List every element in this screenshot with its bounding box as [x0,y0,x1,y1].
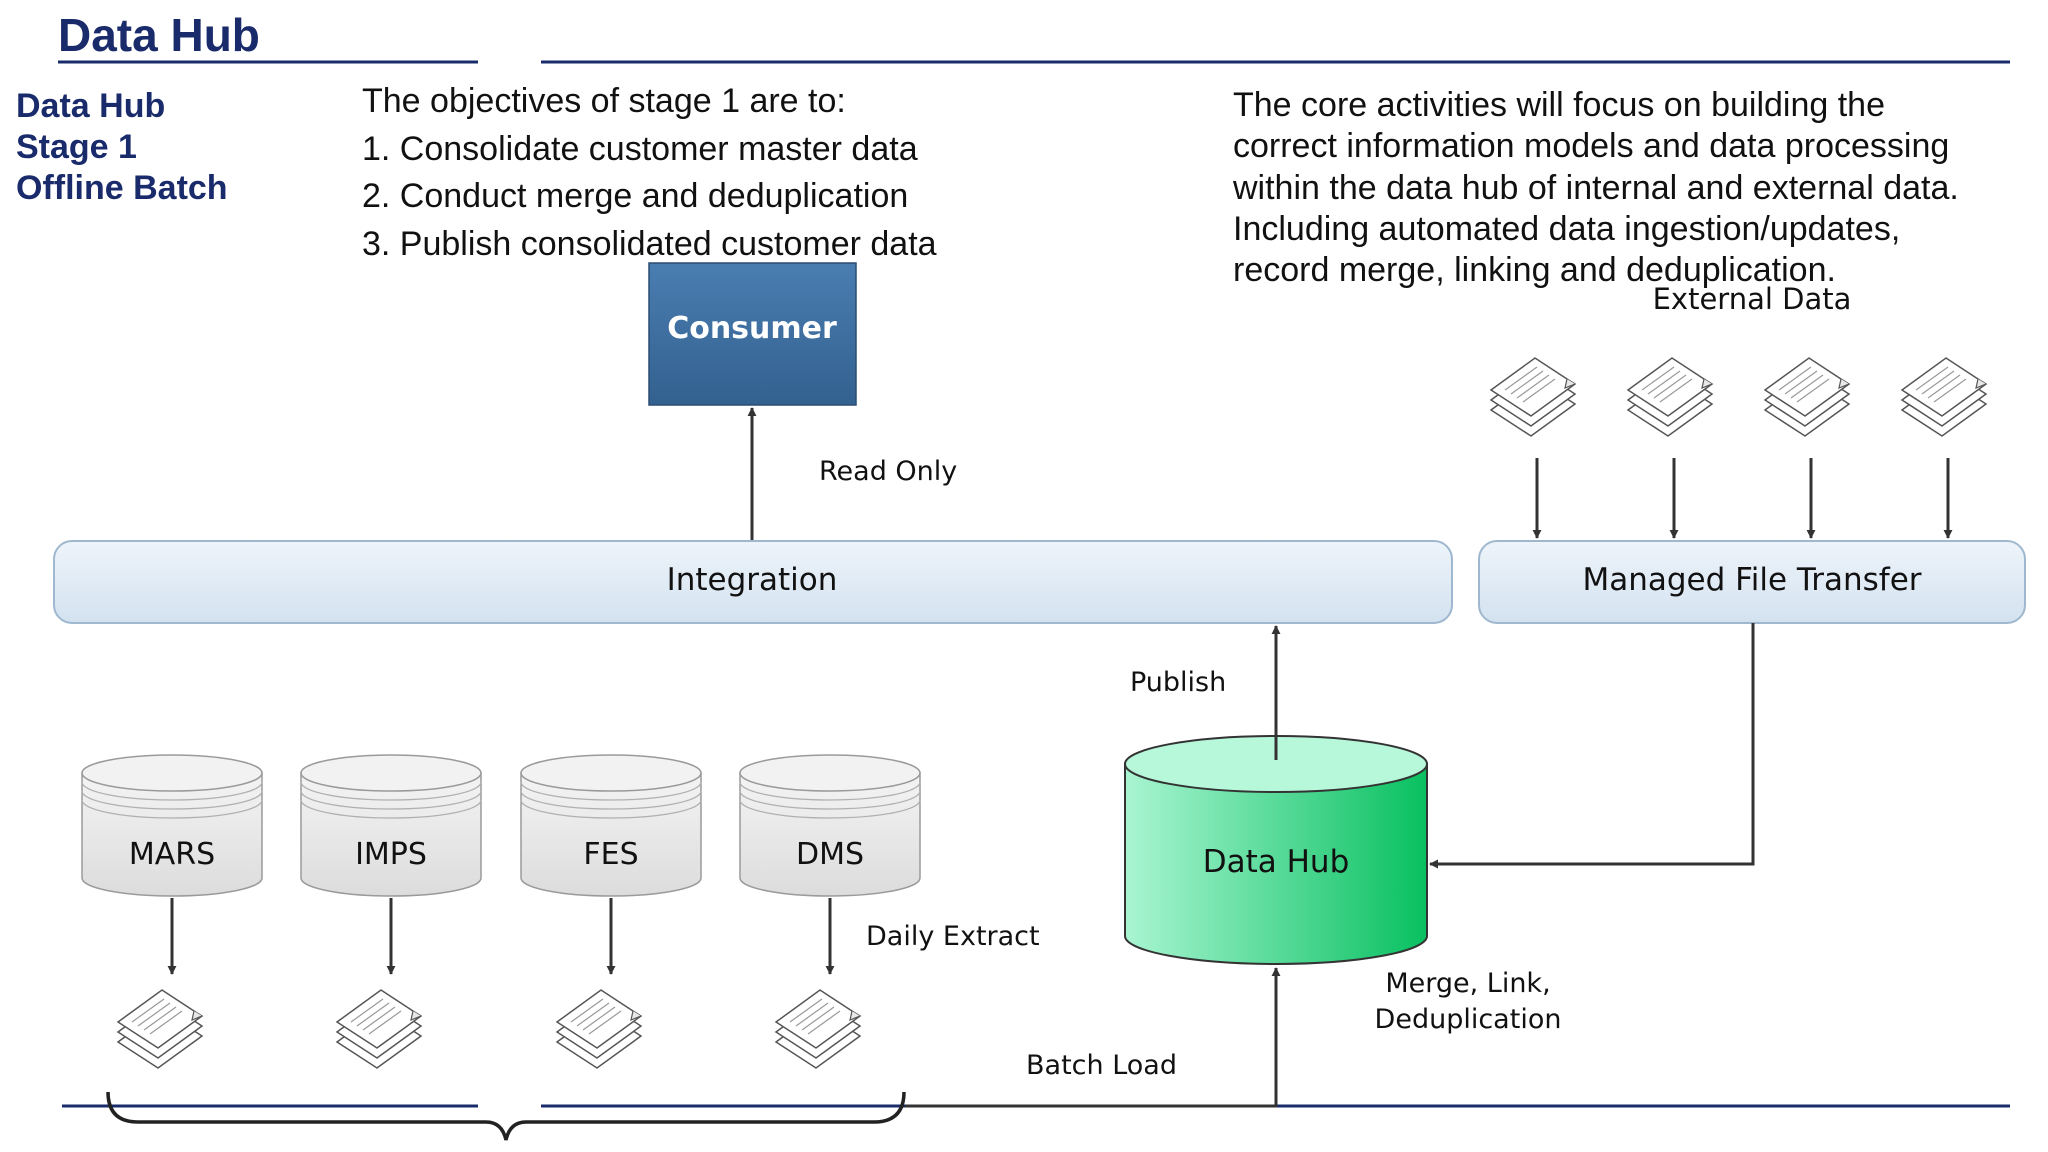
external-document-icon [1901,357,1987,437]
objective-item: 1. Consolidate customer master data [362,129,918,168]
external-document-icon [1490,357,1576,437]
consumer-box [648,262,857,406]
data-hub-label: Data Hub [1202,844,1350,880]
merge-link-line: Merge, Link, [1385,968,1551,999]
external-data-label: External Data [1652,282,1852,316]
external-document-icon [1764,357,1850,437]
extract-document-icon [117,989,203,1069]
source-label-imps: IMPS [355,837,427,872]
integration-label: Integration [666,562,838,598]
extract-document-icon [556,989,642,1069]
daily-extract-label: Daily Extract [866,921,1040,952]
objectives-intro: The objectives of stage 1 are to: [362,82,846,120]
extract-document-icon [336,989,422,1069]
source-cylinder-dms [739,754,921,897]
source-cylinder-fes [520,754,702,897]
external-document-icon [1627,357,1713,437]
stage-label: Data Hub Stage 1 Offline Batch [16,86,228,209]
objective-item: 3. Publish consolidated customer data [362,224,937,263]
publish-label: Publish [1130,667,1227,698]
source-cylinder-imps [300,754,482,897]
source-cylinder-mars [81,754,263,897]
integration-bar [53,540,1453,624]
stage-label-line: Stage 1 [16,128,137,166]
source-label-dms: DMS [795,837,865,872]
consumer-label: Consumer [667,311,837,346]
managed-file-transfer-label: Managed File Transfer [1582,562,1922,598]
page-title: Data Hub [58,9,260,61]
stage-label-line: Data Hub [16,87,166,125]
source-label-mars: MARS [128,837,216,872]
extract-group-brace [106,1091,906,1141]
stage-label-line: Offline Batch [16,169,228,207]
objective-item: 2. Conduct merge and deduplication [362,177,909,215]
batch-load-connector [905,967,1281,1108]
batch-load-label: Batch Load [1026,1050,1177,1081]
merge-link-line: Deduplication [1374,1004,1562,1035]
merge-link-label: Merge, Link, Deduplication [1375,966,1562,1038]
data-hub-cylinder [1124,735,1428,965]
read-only-label: Read Only [819,456,958,487]
source-label-fes: FES [583,837,639,872]
extract-document-icon [775,989,861,1069]
mft-to-hub-connector [1429,623,1755,869]
core-activities-text: The core activities will focus on buildi… [1233,86,1959,290]
objectives-list: The objectives of stage 1 are to: 1. Con… [362,78,937,268]
